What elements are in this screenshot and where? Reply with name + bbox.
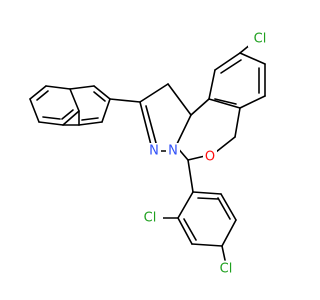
pyrazoline-ring [139,83,192,152]
bond [220,193,237,221]
bond [214,98,237,105]
bond [187,159,194,193]
atom-label-n-imine: N [149,144,159,159]
benzoxazine-group [175,43,266,161]
bond [139,101,152,146]
bond [175,114,192,147]
atom-label-o: O [205,150,215,165]
atom-label-cl-bottom: Cl [220,262,233,277]
bond [69,88,80,112]
bond [69,85,95,90]
bond [197,197,219,200]
bond [221,245,226,261]
atom-label-n-ring: N [168,144,178,159]
atom-label-cl-top: Cl [254,32,267,47]
bond [61,109,74,120]
bond [208,98,241,109]
bond [36,90,49,101]
bond [29,98,40,123]
bond [81,117,99,121]
bond [177,191,194,219]
bond [220,59,242,74]
bond [42,116,61,120]
bond [38,121,64,126]
bond [177,217,193,245]
bond [45,85,71,90]
atom-label-cl-mid: Cl [144,211,157,226]
bond [62,110,80,126]
bond [183,218,197,241]
bond [221,219,237,247]
bond [214,52,241,71]
naphthalene-group [29,85,111,126]
bond [167,83,192,116]
bond [234,107,241,138]
bond [101,98,111,123]
bond [93,85,111,100]
bond [215,136,236,153]
bond [239,52,266,65]
bond [145,105,157,144]
bond [217,197,231,220]
molecule-canvas: Cl O N N Cl Cl [29,31,272,277]
bond [78,121,103,126]
bond [190,98,210,116]
bond [93,91,106,102]
bond [109,98,141,103]
molecule-structure: Cl O N N Cl Cl [29,31,272,277]
dichlorophenyl-group [162,159,237,261]
bond [29,85,47,100]
bond [239,95,266,109]
bond [187,155,206,161]
bond [191,243,223,247]
bond [139,83,169,103]
bond [192,191,222,195]
atom-labels: Cl O N N Cl Cl [139,31,272,277]
bond [208,69,216,100]
